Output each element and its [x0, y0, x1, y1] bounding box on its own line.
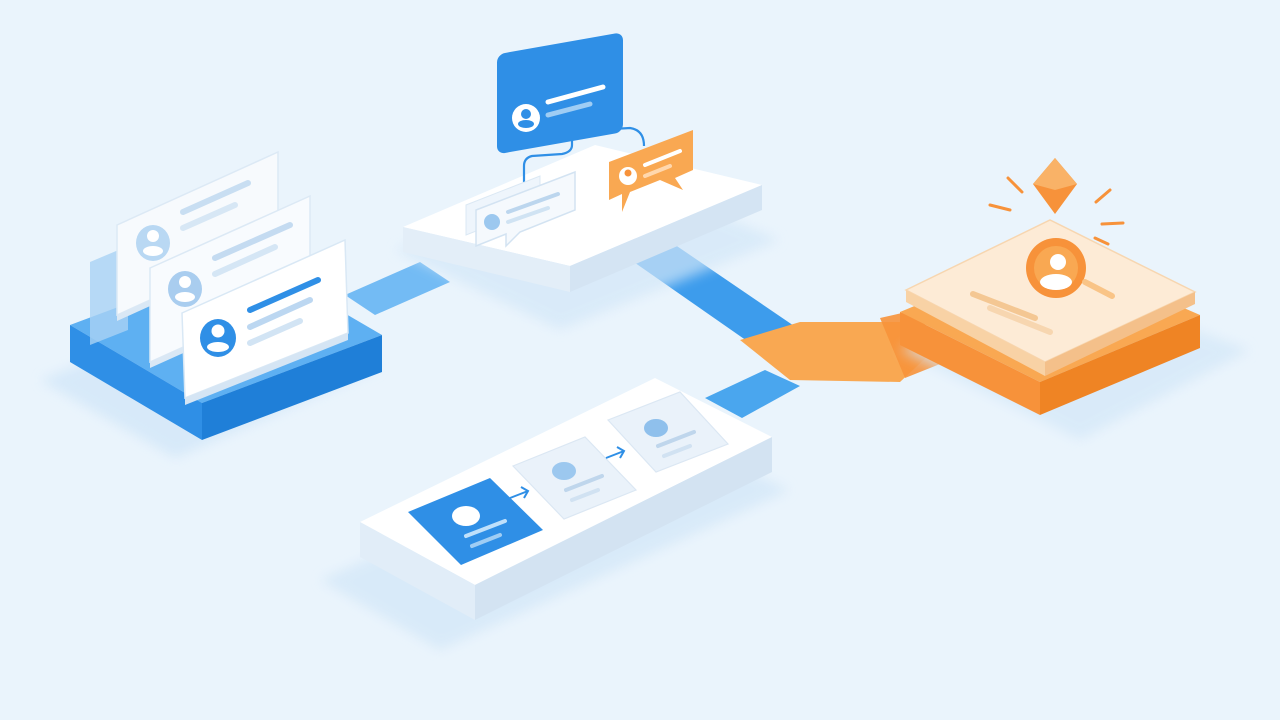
arrow-right-icon [509, 486, 530, 499]
node-highlight-profile [900, 158, 1250, 440]
connector-pipeline-to-highlight [705, 370, 800, 418]
node-step-pipeline [320, 378, 790, 650]
user-card-step-2-icon [511, 436, 638, 520]
chat-bubbles-icon [497, 33, 623, 154]
arrow-right-icon [605, 446, 626, 459]
user-card-step-3-icon [606, 391, 730, 473]
user-card-steps-icon [408, 478, 543, 565]
user-card-highlight-icon [970, 238, 1115, 335]
chat-bubble-orange-icon [609, 130, 693, 212]
sparkle-rays-icon [988, 176, 1125, 246]
connector-stack-to-chat [345, 262, 450, 315]
user-card-front-icon [181, 238, 349, 405]
chat-bubble-gray-icon [475, 170, 576, 248]
node-profile-stack [40, 150, 382, 458]
node-chat-platform [395, 33, 780, 330]
diamond-marker-icon [1033, 158, 1077, 214]
